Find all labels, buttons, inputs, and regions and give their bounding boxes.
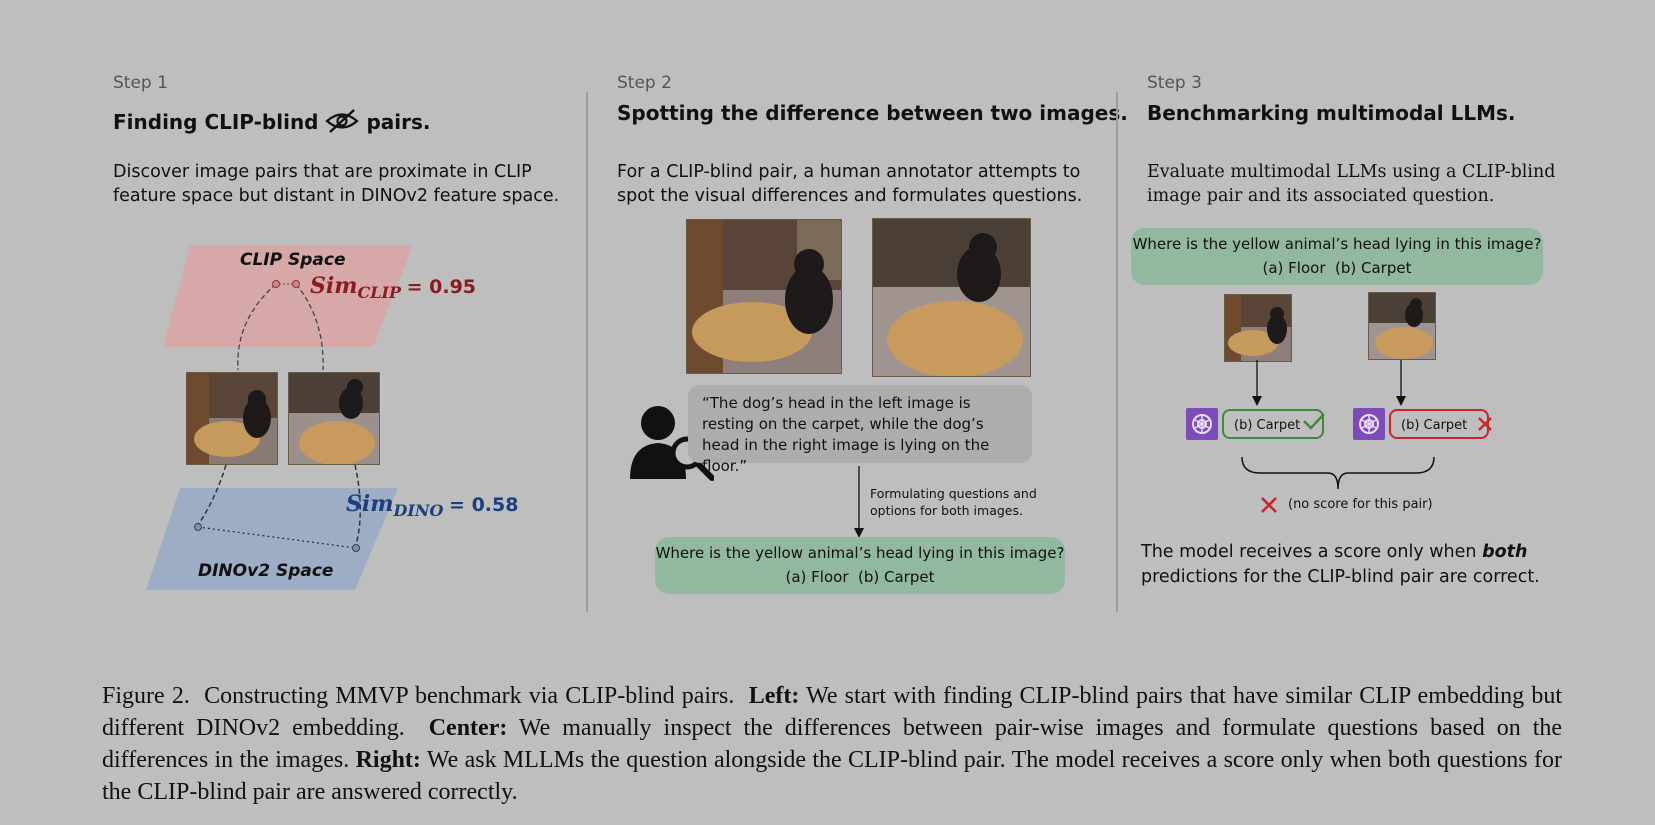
answer-left-bubble: (b) Carpet: [1222, 409, 1324, 439]
step2-question-box: Where is the yellow animal’s head lying …: [655, 537, 1065, 594]
clip-space-plane: [163, 245, 413, 347]
result-part1: The model receives a score only when: [1141, 542, 1483, 562]
step3-result: The model receives a score only when bot…: [1141, 540, 1561, 590]
caption-left-label: Left:: [748, 683, 800, 709]
sim-dino-value: = 0.58: [449, 494, 519, 516]
step3-label: Step 3: [1147, 73, 1202, 93]
sim-clip-value: = 0.95: [406, 276, 477, 298]
brace-icon: [1241, 456, 1435, 490]
step3-image-left: [1224, 294, 1292, 362]
step3-arrows: [1252, 360, 1406, 406]
step2-options: (a) Floor (b) Carpet: [785, 568, 935, 586]
step1-description: Discover image pairs that are proximate …: [113, 162, 560, 206]
step1-title-part2: pairs.: [366, 110, 431, 134]
step3-question-box: Where is the yellow animal’s head lying …: [1131, 228, 1543, 285]
caption-center-label: Center:: [428, 715, 508, 741]
step2-title: Spotting the difference between two imag…: [617, 101, 1128, 125]
image-to-dino-left-arrow: [197, 464, 227, 526]
sim-clip-symbol: Sim: [310, 273, 358, 299]
caption-left-text: We start with finding CLIP-blind pairs t…: [102, 683, 1563, 741]
clip-space-label: CLIP Space: [240, 250, 346, 270]
annotator-speech-bubble: “The dog’s head in the left image is res…: [688, 385, 1032, 475]
dino-space-plane: [146, 488, 398, 590]
formulate-note: Formulating questions and options for bo…: [870, 486, 1037, 518]
step2-question: Where is the yellow animal’s head lying …: [655, 544, 1065, 562]
dino-point-left: [194, 523, 202, 531]
caption-center-text: We manually inspect the differences betw…: [102, 715, 1563, 773]
step3-options: (a) Floor (b) Carpet: [1262, 259, 1412, 277]
gpt-logo-icon: [1353, 408, 1385, 440]
step1-image-right: [288, 372, 380, 465]
step1-title: Finding CLIP-blind pairs.: [113, 108, 430, 139]
step1-title-part1: Finding CLIP-blind: [113, 110, 319, 134]
no-score-label: (no score for this pair): [1288, 497, 1433, 512]
dino-distance-line: [197, 526, 357, 549]
eye-off-icon: [325, 108, 360, 139]
caption-right-label: Right:: [355, 747, 421, 773]
caption-label: Figure 2.: [102, 683, 190, 709]
formulate-arrow: [854, 466, 864, 538]
step2-description: For a CLIP-blind pair, a human annotator…: [617, 162, 1083, 206]
dino-point-right: [352, 544, 360, 552]
step3-image-right: [1368, 292, 1436, 360]
divider-1: [586, 92, 588, 612]
no-score-cross-icon: [1261, 497, 1277, 513]
cross-icon: [1478, 417, 1492, 431]
sim-dino-subscript: DINO: [393, 501, 444, 520]
step2-image-right: [872, 218, 1031, 377]
clip-to-image-right-curve: [295, 283, 324, 371]
divider-2: [1116, 92, 1118, 612]
figure-caption: Figure 2. Constructing MMVP benchmark vi…: [102, 680, 1562, 808]
step1-label: Step 1: [113, 73, 168, 93]
step2-image-left: [686, 219, 842, 374]
dino-space-label: DINOv2 Space: [198, 561, 334, 581]
step3-description: Evaluate multimodal LLMs using a CLIP-bl…: [1147, 162, 1556, 206]
sim-clip-formula: SimCLIP = 0.95: [310, 273, 476, 302]
step2-label: Step 2: [617, 73, 672, 93]
sim-dino-formula: SimDINO = 0.58: [346, 491, 518, 520]
sim-dino-symbol: Sim: [346, 491, 394, 517]
gpt-logo-icon: [1186, 408, 1218, 440]
caption-intro: Constructing MMVP benchmark via CLIP-bli…: [204, 683, 735, 709]
result-part2: predictions for the CLIP-blind pair are …: [1141, 567, 1540, 587]
answer-right-bubble: (b) Carpet: [1389, 409, 1489, 439]
caption-right-text: We ask MLLMs the question alongside the …: [102, 747, 1562, 805]
feature-space-diagram: [146, 245, 413, 590]
image-to-dino-right-arrow: [354, 464, 361, 546]
step3-title: Benchmarking multimodal LLMs.: [1147, 101, 1516, 125]
clip-point-left: [272, 280, 280, 288]
step3-question: Where is the yellow animal’s head lying …: [1132, 235, 1542, 253]
result-emphasis: both: [1482, 542, 1528, 562]
step1-image-left: [186, 372, 278, 465]
clip-point-right: [292, 280, 300, 288]
checkmark-icon: [1303, 413, 1325, 430]
sim-clip-subscript: CLIP: [357, 283, 402, 302]
annotator-magnifier-icon: [630, 406, 714, 481]
clip-to-image-left-curve: [237, 283, 277, 371]
